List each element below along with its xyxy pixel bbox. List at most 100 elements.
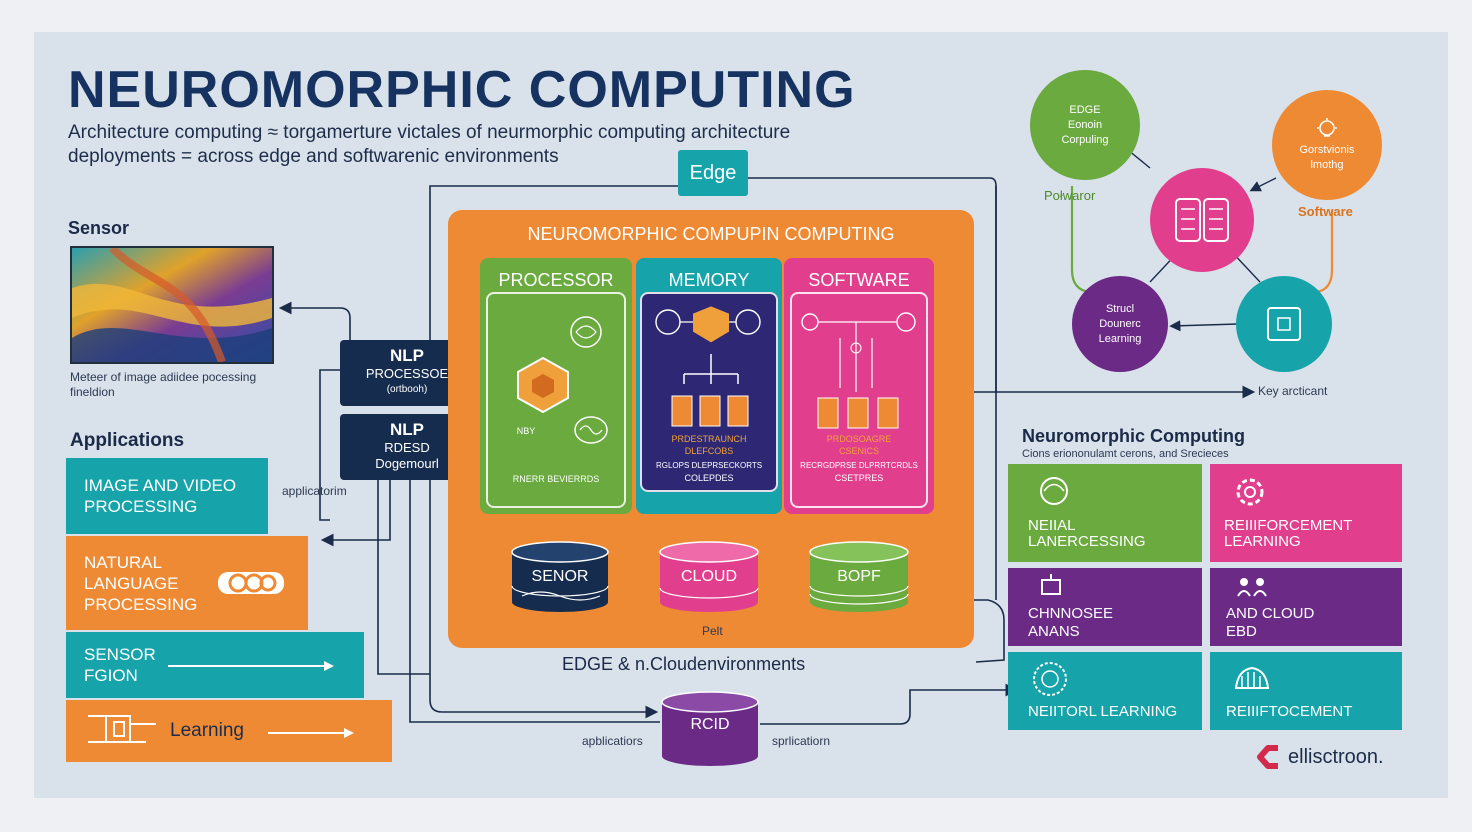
app-label-line: IMAGE AND VIDEO xyxy=(84,476,237,495)
subtitle-line-1: Architecture computing ≈ torgamerture vi… xyxy=(68,122,791,143)
memory-sub-1: PRDESTRAUNCH xyxy=(671,434,747,444)
tile-reinforcement[interactable]: REIIIFTOCEMENT xyxy=(1210,652,1402,730)
app-learning[interactable]: Learning xyxy=(66,700,392,762)
core-title: NEUROMORPHIC COMPUPIN COMPUTING xyxy=(527,224,895,244)
software-column[interactable]: SOFTWARE PRDOSOAGRE CSENICS RECRGDPRSE D… xyxy=(784,258,934,514)
node-line: EDGE xyxy=(1069,103,1101,116)
tile-neural-learning[interactable]: NEIITORL LEARNING xyxy=(1008,652,1202,730)
database-icon xyxy=(809,541,909,612)
edge-label-box: Edge xyxy=(678,150,748,196)
tile-and-cloud[interactable]: AND CLOUD EBD xyxy=(1210,568,1402,646)
memory-sub-3: RGLOPS DLEPRSECKORTS xyxy=(655,461,763,470)
storage-label: SENOR xyxy=(531,568,589,585)
robot-icon xyxy=(1041,574,1061,595)
environments-label: EDGE & n.Cloudenvironments xyxy=(562,654,806,674)
database-left-note: apblicatiors xyxy=(582,734,643,748)
storage-label: BOPF xyxy=(837,568,881,585)
tile-line: NEIIAL xyxy=(1028,517,1076,534)
node-line: Gorstvionis xyxy=(1299,144,1355,156)
node-line: Eonoin xyxy=(1067,118,1103,131)
nlp-line: RDESD xyxy=(384,440,430,455)
app-sensor-fusion[interactable]: SENSOR FGION xyxy=(66,632,364,698)
app-label-line: PROCESSING xyxy=(84,594,198,614)
subtitle-line-2: deployments = across edge and softwareni… xyxy=(68,146,559,167)
software-caption: CSETPRES xyxy=(834,473,884,483)
tile-line: LANERCESSING xyxy=(1028,533,1146,550)
database-icon xyxy=(511,541,609,612)
software-sub-1: PRDOSOAGRE xyxy=(826,434,892,444)
network-node-gorstvionis[interactable]: Gorstvionis lmothg xyxy=(1272,90,1382,200)
database-icon xyxy=(659,541,759,612)
storage-bopf[interactable]: BOPF xyxy=(808,540,910,614)
bulb-icon xyxy=(1317,118,1337,137)
brain-icon xyxy=(1040,477,1068,505)
page-title: NEUROMORPHIC COMPUTING xyxy=(68,61,856,119)
column-title: MEMORY xyxy=(668,270,750,290)
tile-neural-processing[interactable]: NEIIAL LANERCESSING xyxy=(1008,464,1202,562)
brain-icon xyxy=(570,316,602,348)
node-line: Dounerc xyxy=(1099,317,1141,330)
network-label-left: Połwaror xyxy=(1044,188,1096,203)
tile-line: REIIIFORCEMENT xyxy=(1224,517,1353,534)
chain-icon xyxy=(218,572,284,594)
sensor-caption-2: fineldion xyxy=(70,385,115,399)
software-sub-2: CSENICS xyxy=(838,446,879,456)
hand-icon xyxy=(1234,666,1270,689)
brand-name: ellisctroon. xyxy=(1288,745,1384,768)
app-image-video-processing[interactable]: IMAGE AND VIDEO PROCESSING xyxy=(66,458,268,534)
database-right-note: sprlicatiorn xyxy=(772,734,831,748)
storage-sensor[interactable]: SENOR xyxy=(510,540,610,614)
database-icon xyxy=(661,691,759,766)
grid-subheading: Cions eriononulamt cerons, and Srecieces xyxy=(1022,448,1229,460)
memory-bars-icon xyxy=(671,354,749,427)
memory-column[interactable]: MEMORY PRDESTRAUNCH DLEFCOBS RGLOPS DLEP… xyxy=(636,258,782,514)
app-label-line: SENSOR xyxy=(84,645,156,664)
nlp-line: Dogemourl xyxy=(375,456,439,471)
network-node-edge[interactable]: EDGE Eonoin Corpuling xyxy=(1030,70,1140,180)
key-label: Key arcticant xyxy=(1258,384,1328,398)
grid-heading: Neuromorphic Computing xyxy=(1022,426,1245,446)
memory-caption: COLEPDES xyxy=(684,473,734,483)
column-title: PROCESSOR xyxy=(498,270,614,290)
core-bottom-note: Pelt xyxy=(702,624,723,638)
processor-caption: RNERR BEVIERRDS xyxy=(512,474,600,484)
app-label-line: PROCESSING xyxy=(84,497,198,516)
chip-hexagon-icon xyxy=(517,356,569,414)
tile-line: REIIIFTOCEMENT xyxy=(1226,703,1353,720)
processor-note: NBY xyxy=(516,426,536,436)
node-line: Corpuling xyxy=(1061,133,1109,146)
applications-arrow-label: applicatorim xyxy=(282,484,347,498)
network-node-square[interactable] xyxy=(1236,276,1332,372)
tile-line: EBD xyxy=(1226,623,1257,640)
database-label: RCID xyxy=(690,716,730,733)
tile-line: NEIITORL LEARNING xyxy=(1028,703,1178,720)
storage-label: CLOUD xyxy=(680,568,737,585)
node-line: Strucl xyxy=(1105,302,1135,315)
nlp-title: NLP xyxy=(390,346,424,365)
network-node-strucl[interactable]: Strucl Dounerc Learning xyxy=(1072,276,1168,372)
nlp-title: NLP xyxy=(390,420,424,439)
brand[interactable]: ellisctroon. xyxy=(1256,742,1384,772)
sensor-image xyxy=(70,246,274,364)
app-label-line: NATURAL xyxy=(84,552,163,572)
nlp-line: PROCESSOE xyxy=(365,366,449,381)
chip-icon xyxy=(1175,198,1229,242)
network-icon xyxy=(801,312,916,392)
storage-cloud[interactable]: CLOUD xyxy=(658,540,760,614)
tile-reinforcement-learning[interactable]: REIIIFORCEMENT LEARNING xyxy=(1210,464,1402,562)
arrow-right-icon xyxy=(168,661,334,671)
people-icon xyxy=(1237,578,1267,597)
processor-column[interactable]: PROCESSOR NBY RNERR BEVIERRDS xyxy=(480,258,632,514)
network-node-chip[interactable] xyxy=(1150,168,1254,272)
app-label-line: FGION xyxy=(84,666,138,685)
applications-heading: Applications xyxy=(70,430,185,451)
tile-chnnosee[interactable]: CHNNOSEE ANANS xyxy=(1008,568,1202,646)
chip-icon xyxy=(655,306,761,343)
tile-line: ANANS xyxy=(1028,623,1080,640)
circuit-icon xyxy=(88,715,156,743)
bottom-database[interactable]: RCID xyxy=(660,690,760,768)
tile-line: AND CLOUD xyxy=(1226,605,1315,622)
app-label-line: Learning xyxy=(170,720,244,741)
app-label-line: LANGUAGE xyxy=(84,573,179,593)
